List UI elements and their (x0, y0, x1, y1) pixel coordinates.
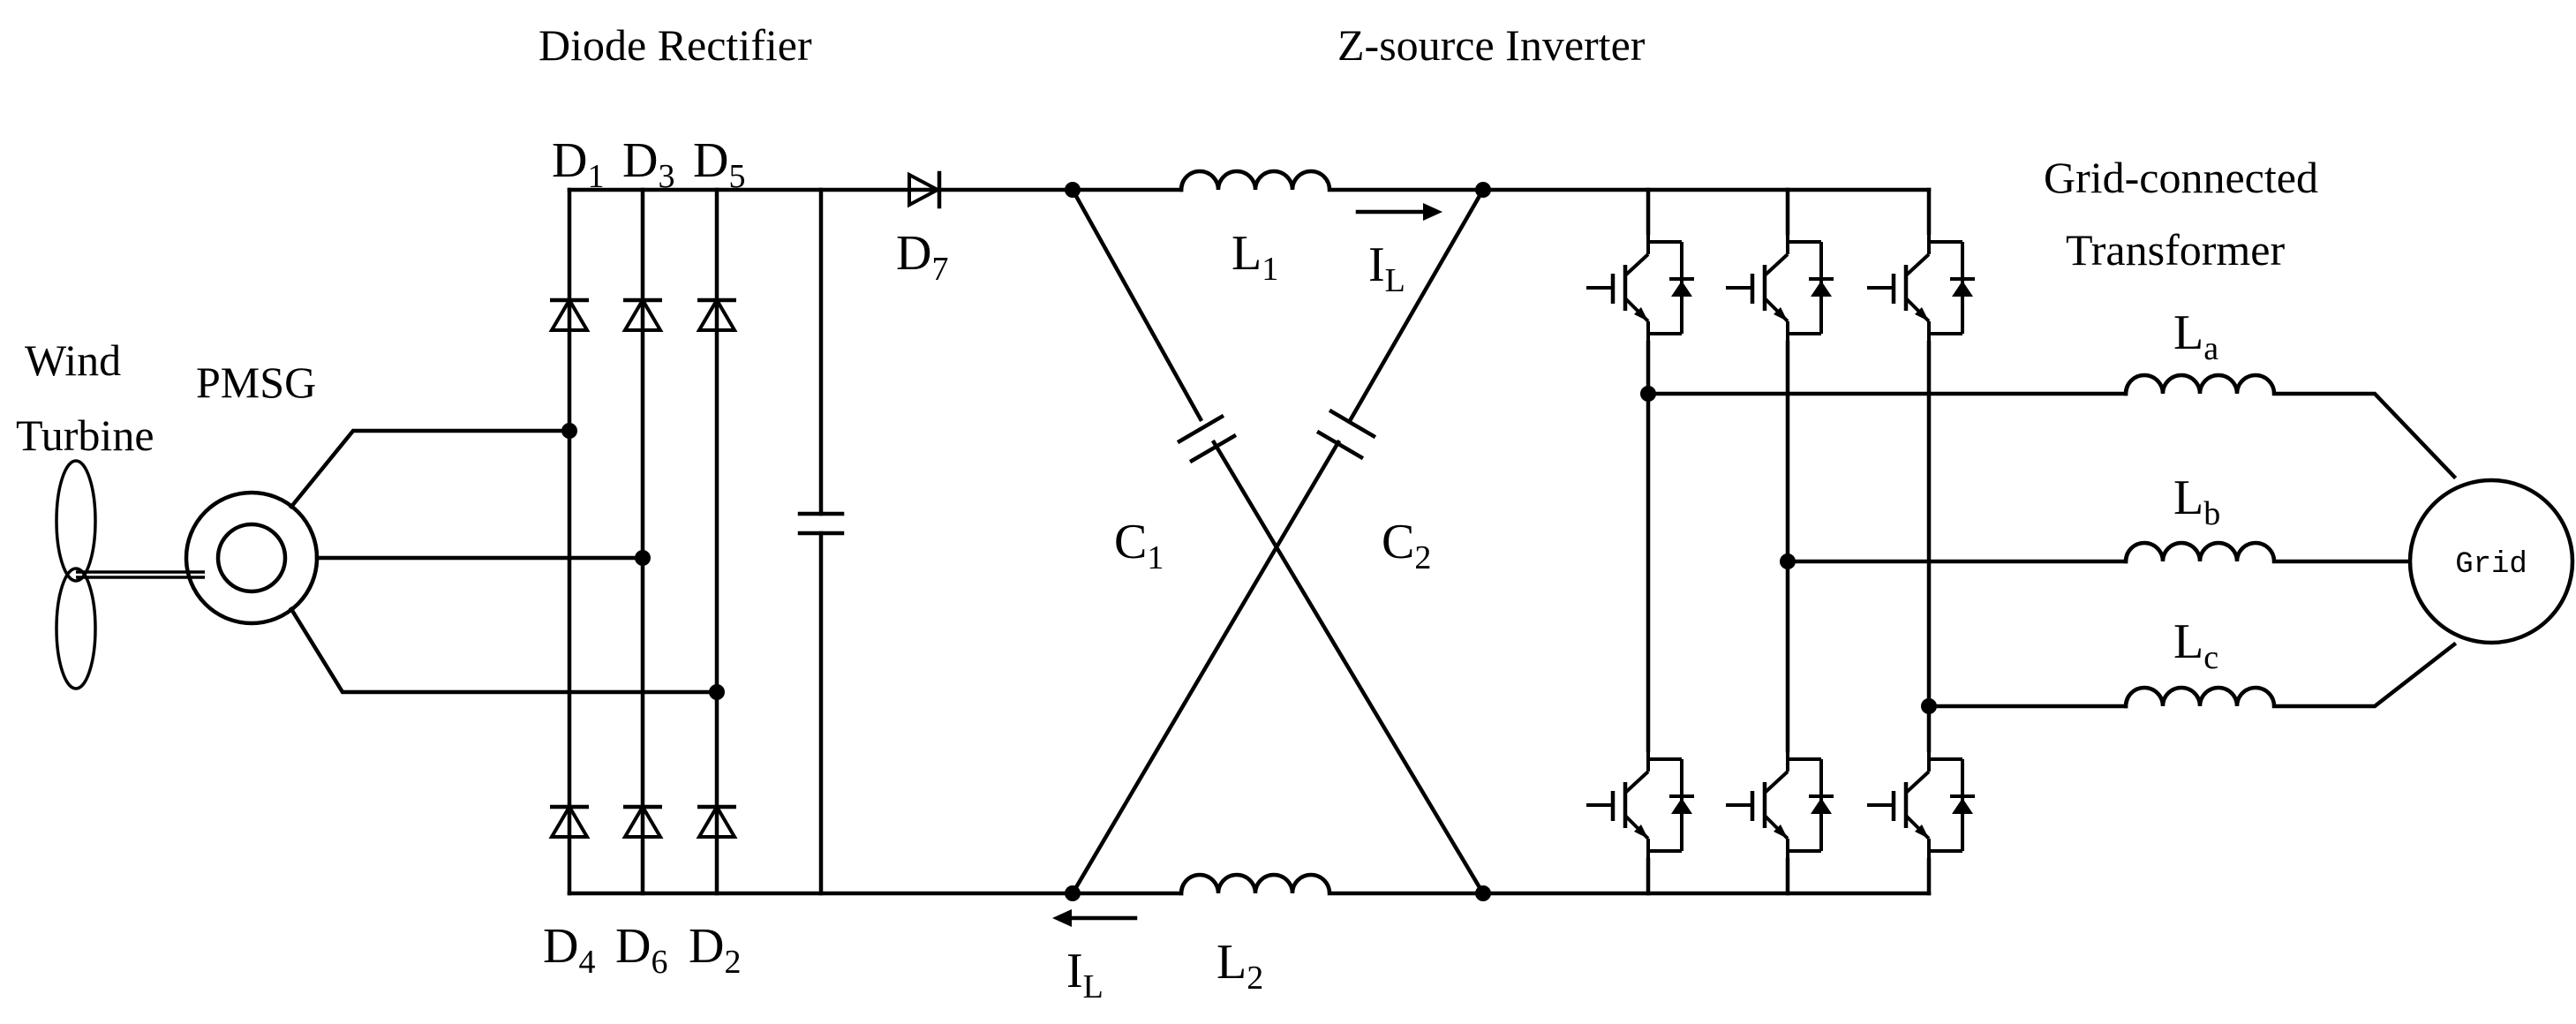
lc-label: Lc (2173, 614, 2218, 676)
grid-source: Grid (2407, 478, 2575, 645)
l1-label: L1 (1232, 226, 1278, 288)
transformer-title-line1: Grid-connected (2044, 153, 2318, 202)
svg-text:D1: D1 (552, 133, 604, 195)
il-bottom-label: IL (1066, 944, 1103, 1005)
inverter-bridge (1480, 187, 1975, 896)
c2-label: C2 (1382, 515, 1431, 576)
transformer-title-line2: Transformer (2066, 225, 2285, 275)
il-top-label: IL (1368, 237, 1405, 299)
rectifier-bridge (550, 187, 1075, 896)
pmsg-icon (184, 490, 320, 626)
c1-label: C1 (1114, 515, 1164, 576)
diode-labels-bottom: D4 D6 D2 (543, 919, 741, 981)
generator-label: PMSG (196, 358, 316, 407)
output-filter (1646, 373, 2458, 709)
current-arrow-bottom (1052, 909, 1138, 927)
la-label: La (2173, 305, 2218, 367)
inverter-title: Z-source Inverter (1337, 20, 1646, 70)
lb-label: Lb (2173, 471, 2220, 532)
svg-text:D3: D3 (622, 133, 674, 195)
z-source-network (1065, 169, 1491, 901)
phase-c-lead (288, 606, 719, 695)
l2-label: L2 (1216, 935, 1263, 997)
wind-turbine-icon (55, 459, 205, 690)
current-arrow-top (1355, 203, 1442, 221)
grid-label: Grid (2455, 548, 2527, 582)
svg-text:D5: D5 (693, 133, 745, 195)
dc-link-capacitor (797, 187, 845, 896)
d7-label: D7 (896, 226, 948, 288)
svg-text:D6: D6 (615, 919, 667, 981)
phase-a-lead (288, 428, 572, 510)
svg-text:D2: D2 (689, 919, 741, 981)
svg-text:D4: D4 (543, 919, 595, 981)
series-diode-d7 (908, 170, 942, 209)
diode-labels-top: D1 D3 D5 (552, 133, 745, 195)
rectifier-title: Diode Rectifier (539, 20, 812, 70)
turbine-label-line2: Turbine (16, 410, 154, 460)
turbine-label-line1: Wind (25, 335, 121, 385)
